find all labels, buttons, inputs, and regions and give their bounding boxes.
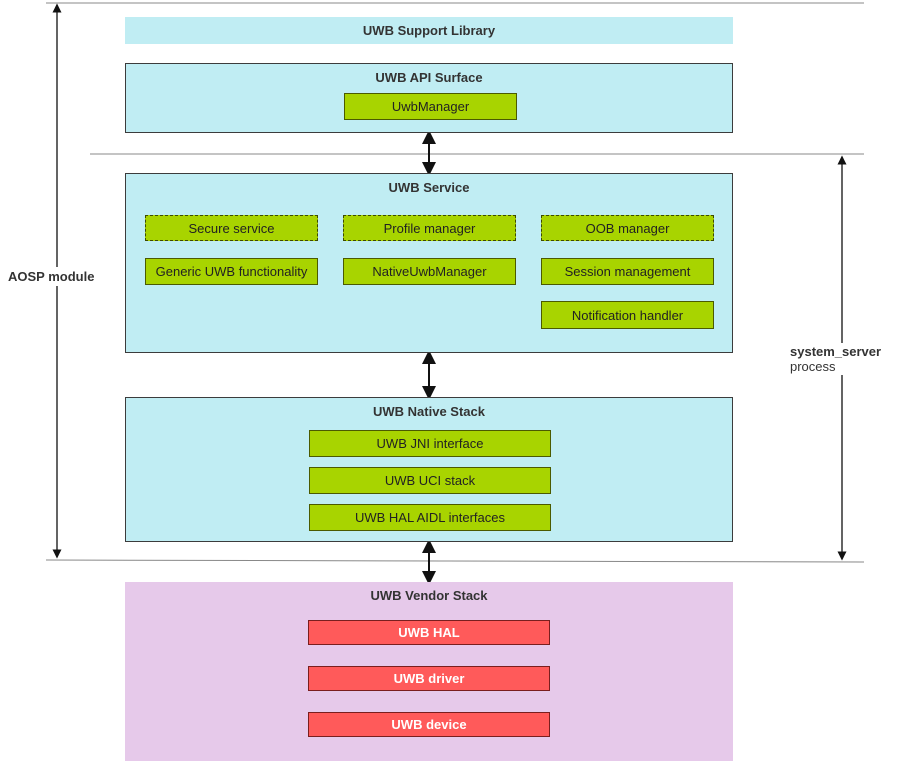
system-server-process: process	[790, 359, 836, 374]
support-library-title: UWB Support Library	[362, 23, 496, 38]
system-server-label: system_server process	[788, 343, 884, 375]
native-stack-band: UWB Native Stack UWB JNI interface UWB U…	[125, 397, 733, 542]
jni-interface-box: UWB JNI interface	[309, 430, 551, 457]
uwb-service-band: UWB Service Secure service Profile manag…	[125, 173, 733, 353]
uwb-hal-box: UWB HAL	[308, 620, 550, 645]
session-management-box: Session management	[541, 258, 714, 285]
profile-manager-box: Profile manager	[343, 215, 516, 241]
uci-stack-box: UWB UCI stack	[309, 467, 551, 494]
generic-uwb-functionality-box: Generic UWB functionality	[145, 258, 318, 285]
api-surface-band: UWB API Surface UwbManager	[125, 63, 733, 133]
api-surface-title: UWB API Surface	[375, 70, 483, 85]
vendor-stack-band: UWB Vendor Stack UWB HAL UWB driver UWB …	[125, 582, 733, 761]
secure-service-box: Secure service	[145, 215, 318, 241]
uwb-manager-box: UwbManager	[344, 93, 517, 120]
oob-manager-box: OOB manager	[541, 215, 714, 241]
uwb-driver-box: UWB driver	[308, 666, 550, 691]
native-stack-title: UWB Native Stack	[373, 404, 485, 419]
uwb-service-title: UWB Service	[388, 180, 470, 195]
hal-aidl-interfaces-box: UWB HAL AIDL interfaces	[309, 504, 551, 531]
system-server-name: system_server	[790, 344, 882, 359]
uwb-device-box: UWB device	[308, 712, 550, 737]
bottom-separator-line	[45, 559, 865, 563]
native-uwb-manager-box: NativeUwbManager	[343, 258, 516, 285]
vendor-stack-title: UWB Vendor Stack	[370, 588, 488, 603]
notification-handler-box: Notification handler	[541, 301, 714, 329]
support-library-band: UWB Support Library	[125, 17, 733, 44]
aosp-module-label: AOSP module	[6, 267, 97, 286]
